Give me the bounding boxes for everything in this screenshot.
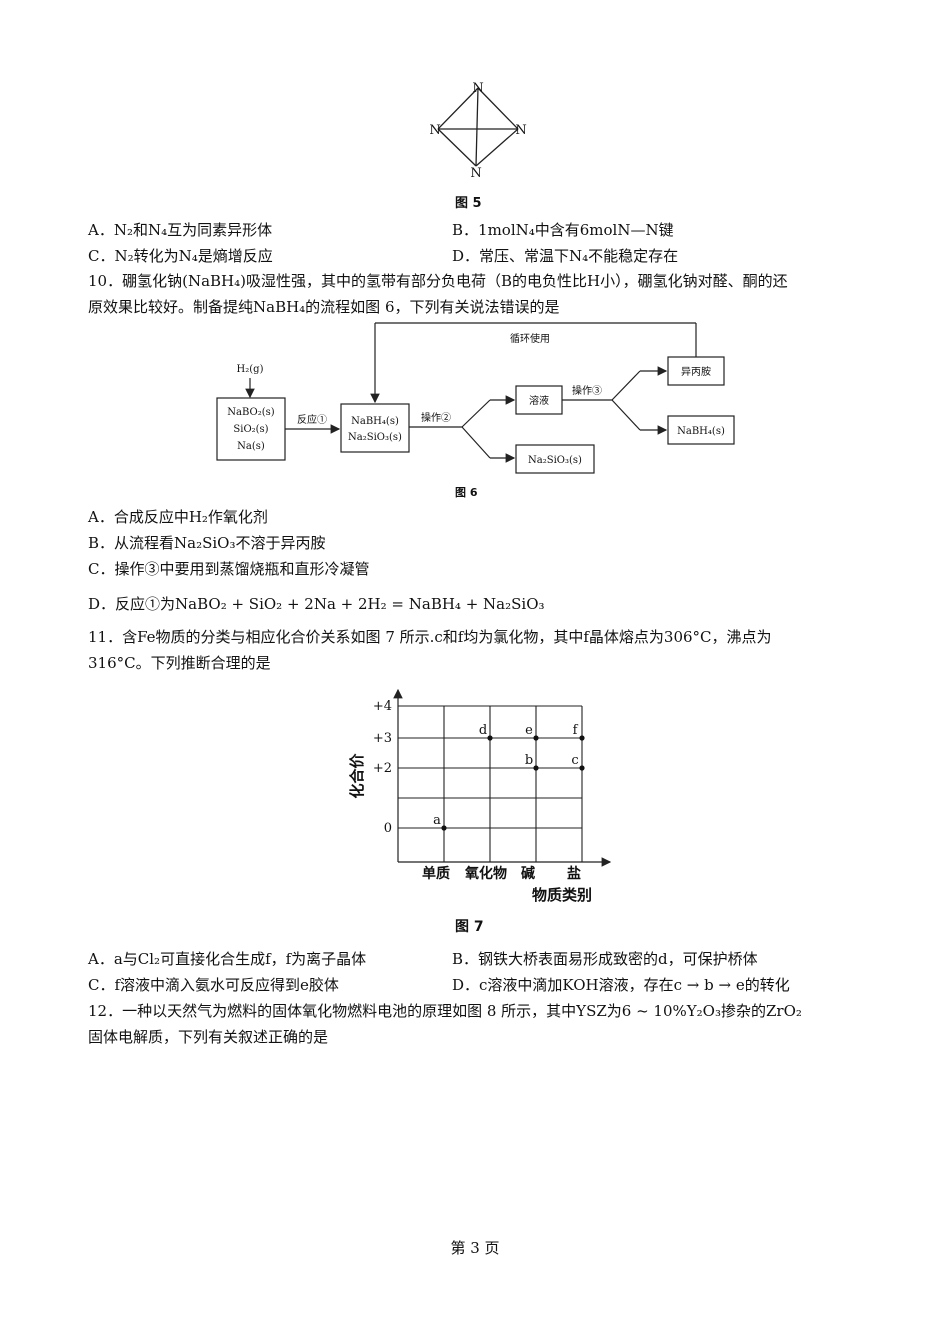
q10-stem-line2: 原效果比较好。制备提纯NaBH₄的流程如图 6，下列有关说法错误的是 [88,298,560,316]
na2sio3-output-label: Na₂SiO₃(s) [528,455,582,466]
q12-stem-line1: 12．一种以天然气为燃料的固体氧化物燃料电池的原理如图 8 所示，其中YSZ为6… [88,1002,802,1020]
point-f [579,735,585,741]
atom-label-top: N [472,81,483,96]
q9-option-c: C．N₂转化为N₄是熵增反应 [88,247,273,265]
solution-label: 溶液 [529,394,549,407]
ipa-label: 异丙胺 [681,365,711,378]
y-tick-label: 0 [384,821,392,836]
q12-stem-line2: 固体电解质，下列有关叙述正确的是 [88,1028,329,1046]
q9-option-b: B．1molN₄中含有6molN—N键 [452,221,674,239]
chart-x-axis-label: 物质类别 [532,886,592,904]
point-a [441,825,447,831]
step3-label: 操作③ [572,384,602,397]
h2-label: H₂(g) [237,364,264,375]
q10-option-b: B．从流程看Na₂SiO₃不溶于异丙胺 [88,534,326,552]
q11-option-c: C．f溶液中滴入氨水可反应得到e胶体 [88,976,339,994]
point-label-b: b [525,753,533,768]
step1-label: 反应① [297,413,327,426]
q11-stem-line2: 316°C。下列推断合理的是 [88,654,271,672]
page-number: 第 3 页 [450,1239,500,1257]
chart-y-axis-label: 化合价 [348,753,366,799]
recycle-label: 循环使用 [510,332,550,345]
q10-option-d: D．反应①为NaBO₂ + SiO₂ + 2Na + 2H₂ = NaBH₄ +… [88,595,545,613]
y-tick-label: +2 [373,761,392,776]
y-tick-label: +3 [373,731,392,746]
point-label-e: e [525,723,533,738]
x-category-label: 盐 [567,865,581,882]
point-label-d: d [479,723,487,738]
atom-label-right: N [515,123,526,138]
x-category-label: 单质 [422,865,450,882]
q9-option-d: D．常压、常温下N₄不能稳定存在 [452,247,679,265]
n4-structure-figure: N N N N [429,81,526,181]
q10-option-c: C．操作③中要用到蒸馏烧瓶和直形冷凝管 [88,560,370,578]
point-label-f: f [573,723,579,738]
q10-stem-line1: 10．硼氢化钠(NaBH₄)吸湿性强，其中的氢带有部分负电荷（B的电负性比H小）… [88,272,788,290]
q11-stem-line1: 11．含Fe物质的分类与相应化合价关系如图 7 所示.c和f均为氯化物，其中f晶… [88,628,772,646]
reactant-nabo2: NaBO₂(s) [227,407,274,418]
point-b [533,765,539,771]
reactant-na: Na(s) [237,441,265,452]
point-d [487,735,493,741]
point-e [533,735,539,741]
q9-option-a: A．N₂和N₄互为同素异形体 [88,221,273,239]
figure-6-caption: 图 6 [455,486,478,499]
q11-option-b: B．钢铁大桥表面易形成致密的d，可保护桥体 [452,950,758,968]
q10-option-a: A．合成反应中H₂作氧化剂 [88,508,268,526]
fe-valence-chart: +4 +3 +2 0 单质氧化物碱 盐 a d eb fc 化合价 物质类别 [348,688,612,904]
nabh4-flowchart-figure: H₂(g) NaBO₂(s) SiO₂(s) Na(s) 反应① NaBH₄(s… [216,322,735,474]
product-na2sio3: Na₂SiO₃(s) [348,432,402,443]
step2-label: 操作② [421,411,451,424]
x-category-label: 碱 [521,865,535,882]
figure-7-caption: 图 7 [455,919,484,935]
point-label-c: c [571,753,578,768]
figure-5-caption: 图 5 [455,196,482,211]
y-tick-label: +4 [373,699,392,714]
atom-label-left: N [429,123,440,138]
point-label-a: a [433,813,441,828]
nabh4-output-label: NaBH₄(s) [677,426,725,437]
q11-option-d: D．c溶液中滴加KOH溶液，存在c → b → e的转化 [452,976,790,994]
x-category-label: 氧化物 [464,865,507,882]
reactant-sio2: SiO₂(s) [233,424,268,435]
point-c [579,765,585,771]
atom-label-bottom: N [470,166,481,181]
q11-option-a: A．a与Cl₂可直接化合生成f，f为离子晶体 [88,950,367,968]
product-nabh4: NaBH₄(s) [351,416,399,427]
